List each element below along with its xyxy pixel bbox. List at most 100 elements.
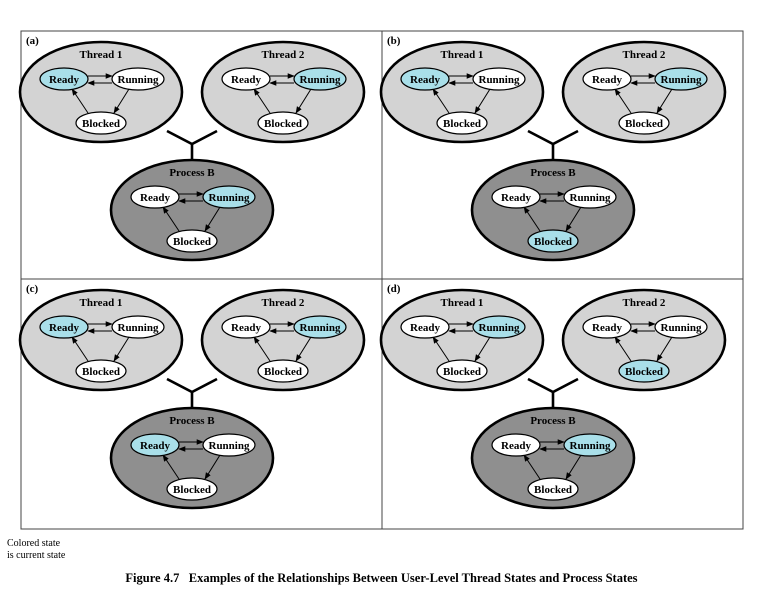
arrow-blocked-to-ready (523, 206, 541, 232)
arrow-running-to-blocked (295, 336, 312, 362)
arrow-running-to-blocked (656, 336, 673, 362)
thread-2-transitions (253, 321, 312, 362)
process-b-title: Process B (169, 415, 215, 427)
process-b-transitions (523, 191, 582, 232)
panel-label: (c) (26, 283, 39, 295)
thread-1-oval (379, 288, 545, 392)
state-ready-label: Ready (140, 440, 170, 452)
state-ready-label: Ready (49, 322, 79, 334)
thread-1-title: Thread 1 (441, 297, 484, 309)
state-blocked-label: Blocked (625, 366, 663, 378)
state-blocked-label: Blocked (173, 484, 211, 496)
state-blocked-label: Blocked (443, 118, 481, 130)
arrow-running-to-blocked (565, 206, 582, 232)
state-running: Running (472, 67, 526, 91)
state-ready-node (582, 315, 632, 339)
state-running: Running (472, 315, 526, 339)
state-ready-label: Ready (140, 192, 170, 204)
state-running: Running (293, 315, 347, 339)
arrow-running-to-blocked (204, 454, 221, 480)
state-ready: Ready (582, 315, 632, 339)
panel-label: (b) (387, 35, 401, 47)
state-blocked-label: Blocked (264, 366, 302, 378)
thread-1-oval (18, 40, 184, 144)
state-blocked: Blocked (257, 111, 309, 135)
state-blocked-node (527, 229, 579, 253)
state-running: Running (293, 67, 347, 91)
state-running-node (654, 67, 708, 91)
state-blocked: Blocked (618, 111, 670, 135)
thread-1-transitions (71, 321, 130, 362)
state-running: Running (202, 185, 256, 209)
state-blocked-label: Blocked (534, 236, 572, 248)
state-ready-label: Ready (49, 74, 79, 86)
arrow-running-to-blocked (474, 88, 491, 114)
arrow-blocked-to-ready (614, 88, 632, 114)
arrow-running-to-blocked (113, 336, 130, 362)
process-b-transitions (162, 439, 221, 480)
state-blocked: Blocked (618, 359, 670, 383)
state-running-node (472, 315, 526, 339)
thread-2-transitions (614, 73, 673, 114)
state-running-label: Running (479, 322, 520, 334)
thread-1-oval (18, 288, 184, 392)
state-running-node (293, 67, 347, 91)
thread-1-transitions (71, 73, 130, 114)
arrow-running-to-blocked (204, 206, 221, 232)
state-blocked: Blocked (75, 111, 127, 135)
thread-connector (527, 377, 579, 394)
state-ready-node (400, 67, 450, 91)
state-blocked-label: Blocked (625, 118, 663, 130)
state-blocked-node (618, 111, 670, 135)
thread-2-oval (200, 288, 366, 392)
state-running-label: Running (300, 74, 341, 86)
state-blocked: Blocked (75, 359, 127, 383)
state-running-label: Running (570, 192, 611, 204)
thread-1-oval (379, 40, 545, 144)
state-ready: Ready (221, 315, 271, 339)
state-running-label: Running (118, 322, 159, 334)
state-running-node (202, 433, 256, 457)
state-ready-label: Ready (501, 192, 531, 204)
state-running-label: Running (661, 322, 702, 334)
process-b-oval (470, 158, 636, 262)
thread-2-transitions (253, 73, 312, 114)
thread-2-transitions (614, 321, 673, 362)
process-b-title: Process B (530, 415, 576, 427)
legend-line-2: is current state (7, 550, 66, 561)
state-ready-label: Ready (592, 322, 622, 334)
state-blocked: Blocked (527, 477, 579, 501)
arrow-blocked-to-ready (71, 336, 89, 362)
thread-1-transitions (432, 321, 491, 362)
thread-connector (527, 129, 579, 146)
state-blocked: Blocked (166, 477, 218, 501)
state-ready-node (39, 315, 89, 339)
thread-1-transitions (432, 73, 491, 114)
state-running-node (111, 67, 165, 91)
state-running-label: Running (300, 322, 341, 334)
thread-1-title: Thread 1 (80, 297, 123, 309)
state-ready: Ready (39, 67, 89, 91)
state-ready-node (582, 67, 632, 91)
state-ready-label: Ready (501, 440, 531, 452)
state-running-node (202, 185, 256, 209)
state-running: Running (654, 315, 708, 339)
process-b-oval (470, 406, 636, 510)
state-running: Running (202, 433, 256, 457)
arrow-running-to-blocked (656, 88, 673, 114)
state-running-node (293, 315, 347, 339)
state-ready: Ready (221, 67, 271, 91)
state-ready-node (130, 185, 180, 209)
thread-connector (166, 129, 218, 146)
